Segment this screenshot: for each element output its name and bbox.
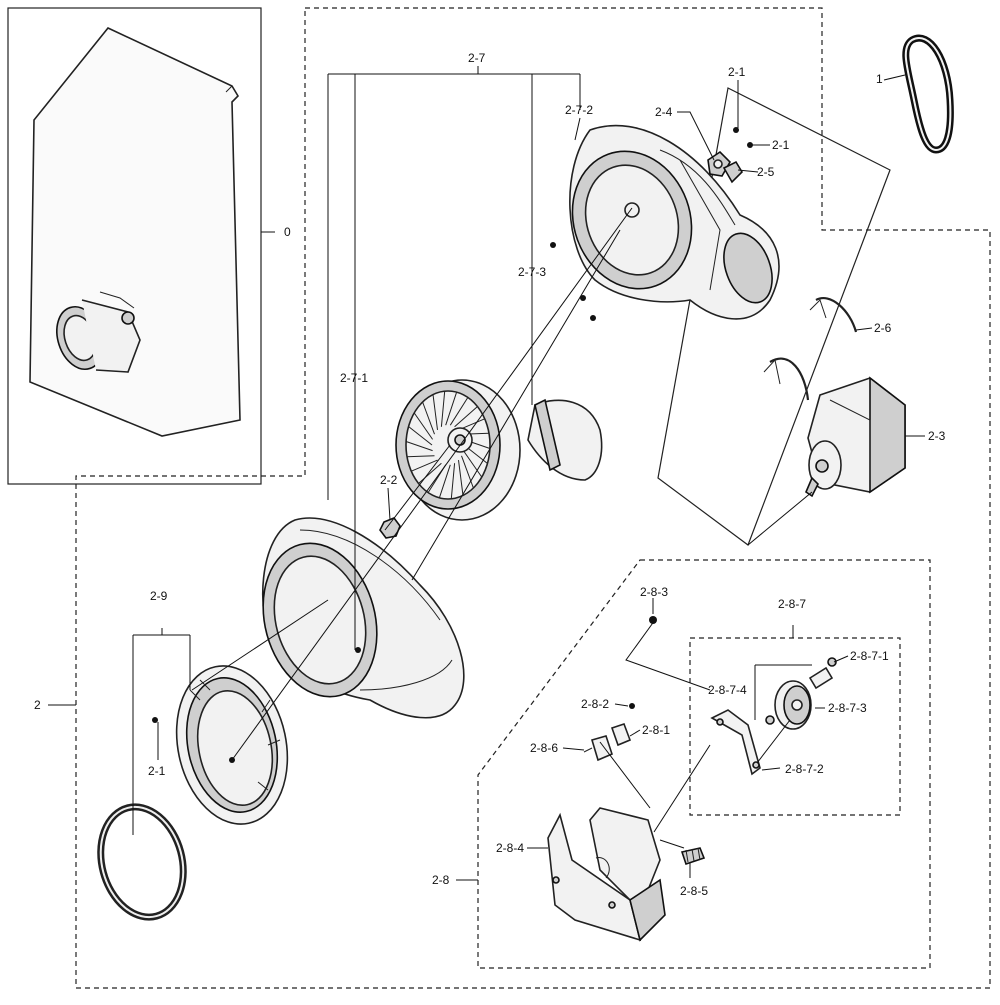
blower-housing-front bbox=[261, 517, 465, 719]
thermal-fuse bbox=[722, 160, 744, 184]
assembly-box-2 bbox=[75, 7, 991, 989]
screw-icon bbox=[747, 142, 753, 148]
screw-icon bbox=[733, 127, 739, 133]
motor-clamp-upper bbox=[809, 297, 858, 333]
label-2-7-3: 2-7-3 bbox=[518, 265, 546, 279]
screw-icon bbox=[152, 717, 158, 723]
fan-blade bbox=[461, 455, 474, 489]
label-2-8-4: 2-8-4 bbox=[496, 841, 524, 855]
label-2-8-5: 2-8-5 bbox=[680, 884, 708, 898]
assembly-box-2-8-7 bbox=[689, 637, 901, 816]
fan-blade bbox=[422, 401, 435, 435]
screw-icon bbox=[629, 703, 635, 709]
idler-spring bbox=[680, 847, 706, 866]
fan-blade bbox=[406, 455, 435, 458]
part-labels: 0 1 2 2-1 2-1 2-1 2-2 2-3 2-4 2-5 2-6 2-… bbox=[34, 51, 946, 898]
blower-fan-wheel bbox=[395, 379, 521, 521]
fan-blade bbox=[408, 426, 433, 446]
idler-arm bbox=[710, 709, 761, 776]
assembly-box-2-8 bbox=[477, 559, 931, 969]
label-2-8-1: 2-8-1 bbox=[642, 723, 670, 737]
fan-blade bbox=[411, 459, 438, 472]
label-2-8-7-4: 2-8-7-4 bbox=[708, 683, 747, 697]
fan-blade bbox=[454, 406, 478, 428]
switch-actuator bbox=[610, 722, 632, 747]
door-switch bbox=[583, 735, 613, 762]
fan-blade bbox=[413, 412, 434, 440]
inset-box-0 bbox=[7, 7, 262, 485]
label-2-8-7-1: 2-8-7-1 bbox=[850, 649, 889, 663]
duct-flap bbox=[527, 398, 603, 481]
guide-lines bbox=[191, 207, 813, 849]
label-2-8-3: 2-8-3 bbox=[640, 585, 668, 599]
label-2-8-7-3: 2-8-7-3 bbox=[828, 701, 867, 715]
label-1: 1 bbox=[876, 72, 883, 86]
label-2-6: 2-6 bbox=[874, 321, 892, 335]
label-2-1-top: 2-1 bbox=[728, 65, 746, 79]
fan-blade bbox=[438, 464, 451, 498]
fan-blade bbox=[445, 392, 458, 426]
label-2-7: 2-7 bbox=[468, 51, 486, 65]
fan-nut bbox=[379, 517, 401, 539]
label-2-1-left: 2-1 bbox=[148, 764, 166, 778]
label-2-8-7-2: 2-8-7-2 bbox=[785, 762, 824, 776]
screw-icon bbox=[355, 647, 361, 653]
fan-blade bbox=[449, 397, 469, 426]
label-2-4: 2-4 bbox=[655, 105, 673, 119]
label-2-8-7: 2-8-7 bbox=[778, 597, 806, 611]
label-2-9: 2-9 bbox=[150, 589, 168, 603]
idler-bracket bbox=[547, 807, 666, 942]
blower-housing-rear bbox=[569, 124, 780, 320]
leader-lines bbox=[48, 66, 925, 881]
fan-blade bbox=[432, 394, 438, 430]
screw-icon bbox=[590, 315, 596, 321]
label-2-8: 2-8 bbox=[432, 873, 450, 887]
label-2-8-6: 2-8-6 bbox=[530, 741, 558, 755]
fan-blade bbox=[405, 441, 433, 452]
label-0: 0 bbox=[284, 225, 291, 239]
label-2-3: 2-3 bbox=[928, 429, 946, 443]
idler-shaft bbox=[808, 657, 837, 690]
label-2-1-right: 2-1 bbox=[772, 138, 790, 152]
fan-blade bbox=[440, 391, 446, 427]
label-2-5: 2-5 bbox=[757, 165, 775, 179]
gasket-ring bbox=[97, 803, 187, 921]
screw-icon bbox=[649, 616, 657, 624]
fan-blade bbox=[462, 450, 483, 478]
dryer-cabinet bbox=[29, 27, 241, 437]
screw-icon bbox=[580, 295, 586, 301]
fan-blade bbox=[418, 462, 442, 484]
label-2-2: 2-2 bbox=[380, 473, 398, 487]
fan-blade bbox=[458, 460, 464, 496]
drive-motor bbox=[805, 376, 906, 498]
idler-pulley bbox=[765, 680, 812, 730]
screw-icon bbox=[550, 242, 556, 248]
motor-clamp-lower bbox=[763, 357, 810, 401]
label-2-8-2: 2-8-2 bbox=[581, 697, 609, 711]
label-2-7-2: 2-7-2 bbox=[565, 103, 593, 117]
label-2: 2 bbox=[34, 698, 41, 712]
drive-belt bbox=[902, 34, 954, 154]
label-2-7-1: 2-7-1 bbox=[340, 371, 368, 385]
fan-blade bbox=[450, 463, 456, 499]
blower-cover-ring bbox=[175, 665, 289, 825]
